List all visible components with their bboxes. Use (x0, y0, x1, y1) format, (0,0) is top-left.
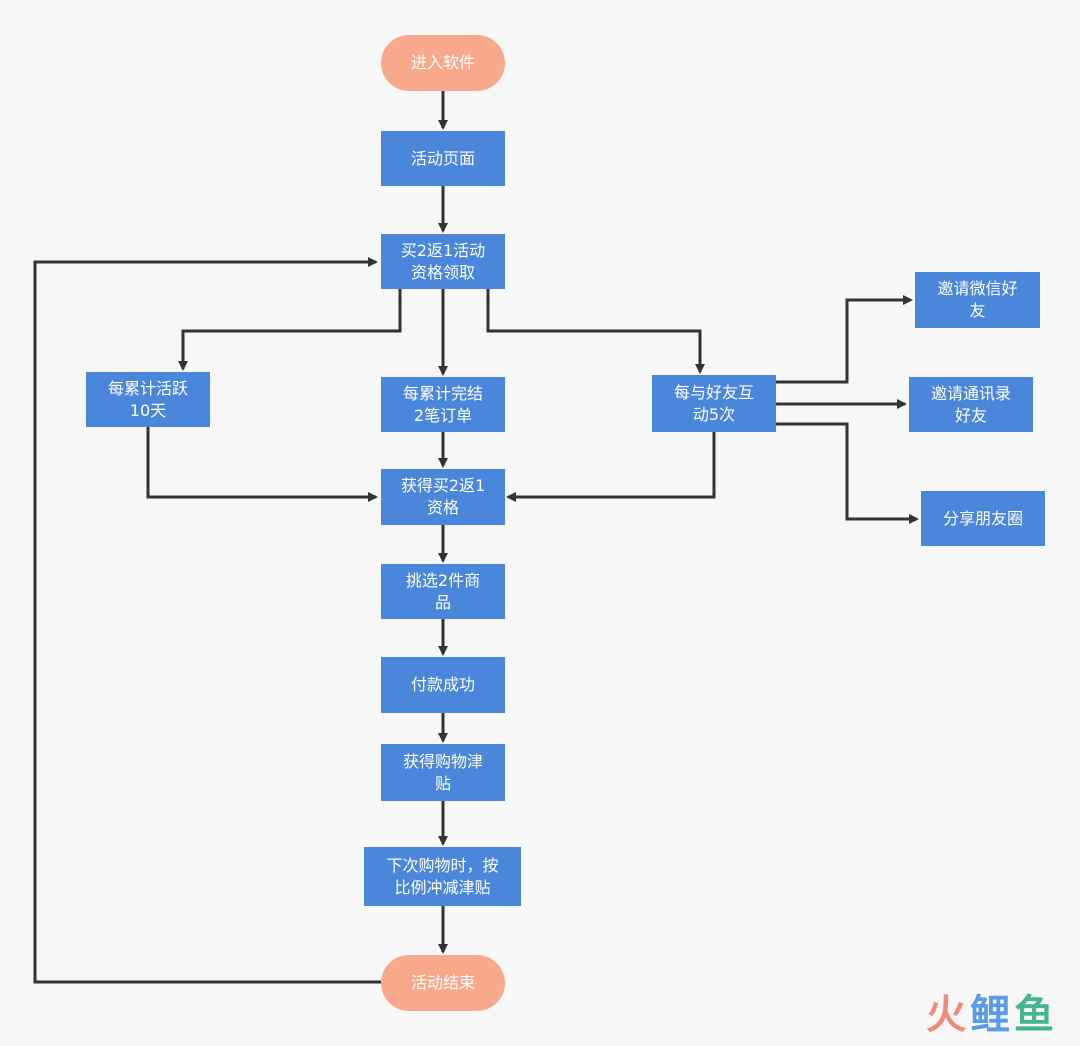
edge-qualify-to-friends (486, 289, 705, 374)
edge-friends-to-moments (776, 422, 919, 524)
pick-2-items-node: 挑选2件商 品 (381, 564, 505, 619)
edge-qualify-to-active (178, 289, 402, 371)
activity-page-node: 活动页面 (381, 131, 505, 186)
invite-contacts-node: 邀请通讯录 好友 (909, 377, 1033, 432)
share-moments-node: 分享朋友圈 (921, 491, 1045, 546)
next-purchase-deduct-node: 下次购物时，按 比例冲减津贴 (364, 847, 521, 906)
edge-active-to-get (146, 426, 378, 502)
watermark-char-1: 火 (926, 992, 970, 1038)
watermark-char-3: 鱼 (1014, 992, 1058, 1038)
get-subsidy-node: 获得购物津 贴 (381, 744, 505, 801)
complete-2-orders-node: 每累计完结 2笔订单 (381, 377, 505, 432)
edge-friends-to-wechat (776, 295, 913, 384)
watermark-logo: 火鲤鱼 (926, 982, 1058, 1040)
invite-wechat-friends-node: 邀请微信好 友 (915, 272, 1040, 328)
friend-interact-5-node: 每与好友互 动5次 (652, 375, 776, 432)
start-node: 进入软件 (381, 35, 505, 91)
active-10-days-node: 每累计活跃 10天 (86, 372, 210, 427)
watermark-char-2: 鲤 (970, 992, 1014, 1038)
qualification-claim-node: 买2返1活动 资格领取 (381, 234, 505, 289)
edge-end-loop-to-qualify (33, 257, 381, 984)
get-qualification-node: 获得买2返1 资格 (381, 469, 505, 525)
end-node: 活动结束 (381, 955, 505, 1011)
edge-friends-to-get (506, 432, 716, 502)
payment-success-node: 付款成功 (381, 657, 505, 713)
